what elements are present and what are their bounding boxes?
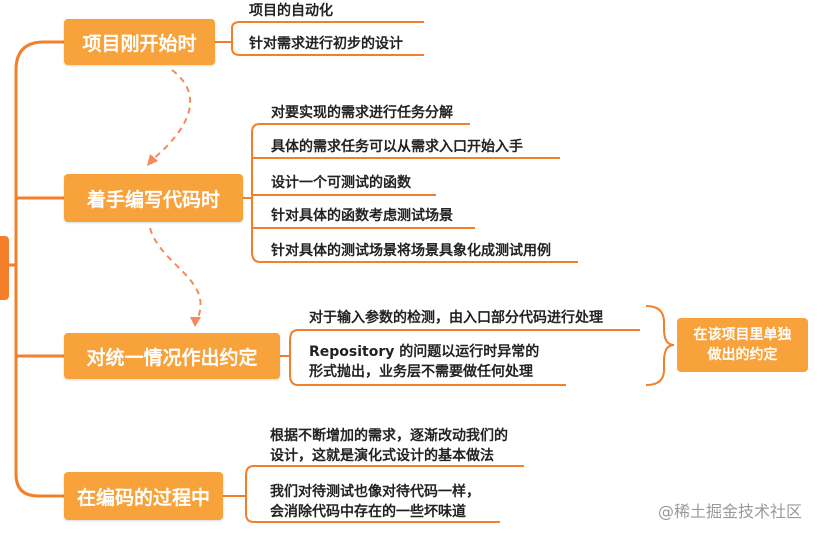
leaf-2-1: 对要实现的需求进行任务分解 — [271, 103, 453, 123]
leaf-text: 项目的自动化 — [249, 3, 333, 19]
leaf-text: 具体的需求任务可以从需求入口开始入手 — [271, 139, 523, 155]
watermark: @稀土掘金技术社区 — [658, 502, 803, 521]
branch-unified-conventions: 对统一情况作出约定 — [64, 333, 280, 379]
leaf-text: 针对具体的测试场景将场景具象化成测试用例 — [271, 243, 551, 259]
branch-start-coding: 着手编写代码时 — [64, 174, 243, 222]
leaf-2-3: 设计一个可测试的函数 — [271, 173, 411, 193]
leaf-text-line-1: 根据不断增加的需求，逐渐改动我们的 — [270, 428, 508, 444]
branch1-connectors — [215, 21, 424, 56]
leaf-2-5: 针对具体的测试场景将场景具象化成测试用例 — [271, 241, 551, 261]
flow-arrow-2 — [149, 227, 202, 321]
leaf-text-line-1: Repository 的问题以运行时异常的 — [309, 344, 540, 360]
leaf-text-line-2: 会消除代码中存在的一些坏味道 — [270, 504, 466, 520]
leaf-text: 设计一个可测试的函数 — [271, 175, 411, 191]
flow-arrowhead-1 — [147, 154, 158, 166]
note-line-1: 在该项目里单独 — [693, 327, 792, 343]
leaf-1-1: 项目的自动化 — [249, 1, 333, 21]
leaf-2-2: 具体的需求任务可以从需求入口开始入手 — [271, 137, 523, 157]
leaf-2-4: 针对具体的函数考虑测试场景 — [271, 206, 453, 226]
leaf-text-line-2: 设计，这就是演化式设计的基本做法 — [270, 448, 494, 464]
leaf-3-1: 对于输入参数的检测，由入口部分代码进行处理 — [309, 308, 603, 328]
branch-project-start: 项目刚开始时 — [64, 19, 215, 65]
note-line-2: 做出的约定 — [707, 347, 778, 363]
leaf-4-1: 根据不断增加的需求，逐渐改动我们的 设计，这就是演化式设计的基本做法 — [270, 426, 508, 466]
leaf-text-line-1: 我们对待测试也像对待代码一样， — [270, 484, 480, 500]
branch2-connectors — [243, 123, 578, 263]
leaf-3-2: Repository 的问题以运行时异常的 形式抛出，业务层不需要做任何处理 — [309, 342, 539, 382]
leaf-text-line-2: 形式抛出，业务层不需要做任何处理 — [309, 364, 533, 380]
leaf-text: 针对需求进行初步的设计 — [249, 36, 403, 52]
branch-coding-process: 在编码的过程中 — [64, 472, 223, 520]
flow-arrowhead-2 — [190, 317, 201, 327]
flow-arrow-1 — [151, 69, 192, 161]
leaf-text: 针对具体的函数考虑测试场景 — [271, 208, 453, 224]
note-bracket — [645, 305, 675, 386]
leaf-text: 对于输入参数的检测，由入口部分代码进行处理 — [309, 310, 603, 326]
project-convention-note: 在该项目里单独 做出的约定 — [677, 318, 808, 372]
root-trunk — [7, 40, 66, 498]
leaf-4-2: 我们对待测试也像对待代码一样， 会消除代码中存在的一些坏味道 — [270, 482, 480, 522]
branch4-connectors — [223, 465, 524, 523]
leaf-1-2: 针对需求进行初步的设计 — [249, 34, 403, 54]
branch3-connectors — [280, 329, 640, 386]
leaf-text: 对要实现的需求进行任务分解 — [271, 105, 453, 121]
root-node — [0, 236, 9, 300]
